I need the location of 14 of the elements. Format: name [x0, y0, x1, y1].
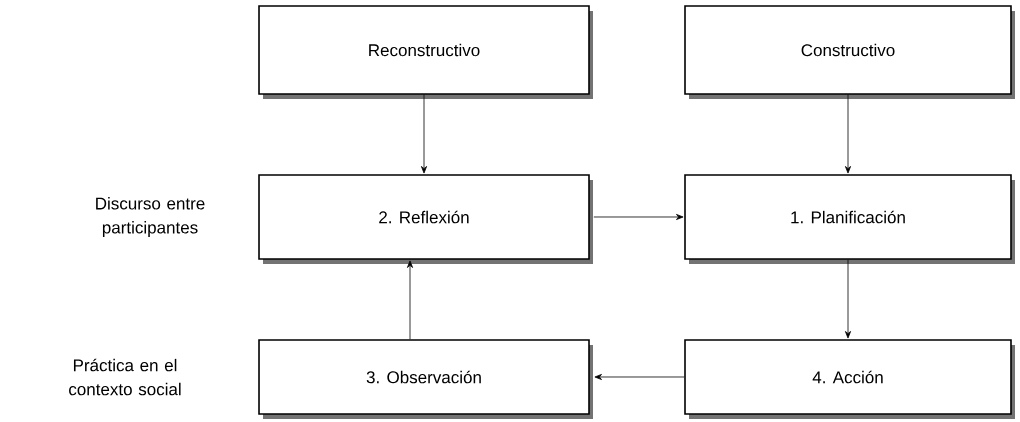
- process-box: 2. Reflexión: [258, 174, 593, 264]
- process-box: 3. Observación: [258, 339, 593, 419]
- process-box: Reconstructivo: [258, 5, 593, 99]
- side-label: Práctica en el contexto social: [69, 358, 181, 396]
- arrow: [845, 94, 851, 174]
- process-box: 4. Acción: [684, 339, 1015, 419]
- arrow: [421, 94, 427, 174]
- process-box: Constructivo: [684, 5, 1015, 99]
- process-box: 1. Planificación: [684, 174, 1015, 264]
- arrow: [845, 259, 851, 339]
- arrow: [407, 260, 413, 340]
- arrow: [593, 214, 684, 220]
- side-label: Discurso entre participantes: [96, 197, 205, 237]
- arrow: [594, 374, 685, 380]
